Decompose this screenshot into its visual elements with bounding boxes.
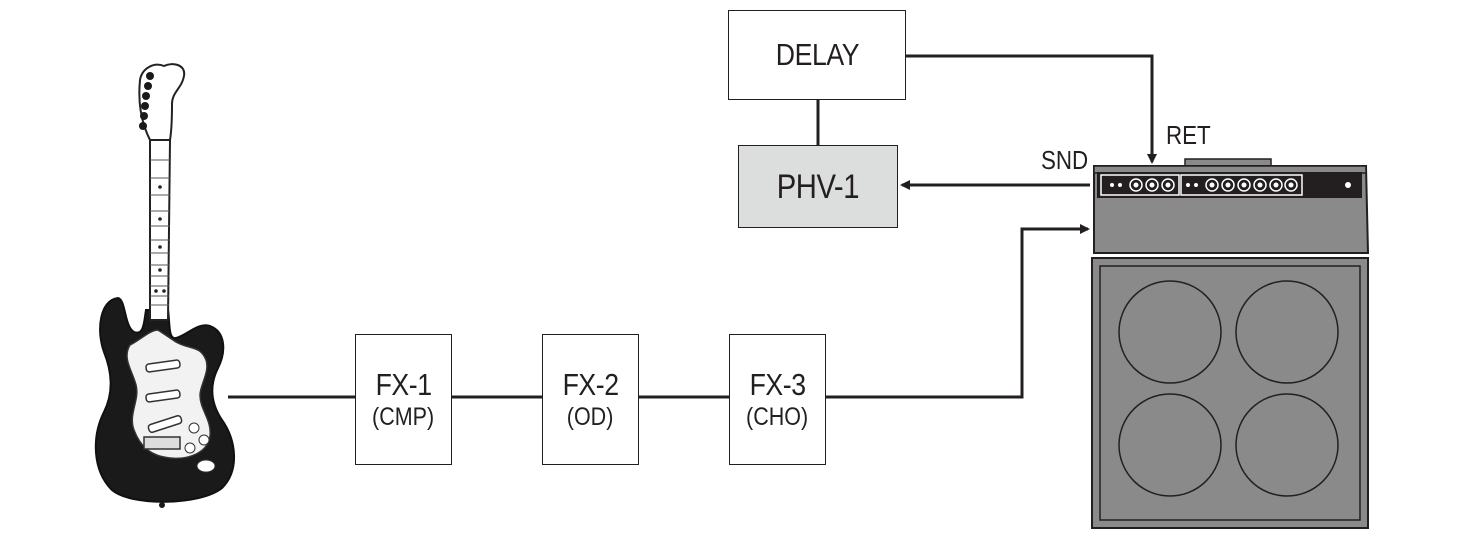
cable-fx3-to-amp-input [825,224,1090,399]
fx1-label: FX-1 [375,366,432,402]
fx3-box: FX-3 (CHO) [729,334,826,465]
fx1-sublabel: (CMP) [372,402,435,431]
ret-label: RET [1166,120,1211,150]
snd-label: SND [1041,145,1089,175]
signal-cables [228,54,1157,399]
fx2-label: FX-2 [562,366,619,402]
amplifier-head [1093,158,1370,254]
delay-box: DELAY [728,10,906,100]
speaker-cabinet [1091,257,1369,529]
fx2-sublabel: (OD) [567,402,614,431]
fx3-label: FX-3 [749,366,806,402]
speaker-cone-icon [1235,280,1339,384]
phv1-box: PHV-1 [738,145,898,228]
speaker-cone-icon [1235,393,1339,497]
fx3-sublabel: (CHO) [746,402,809,431]
speaker-cone-icon [1118,393,1222,497]
cable-delay-to-return [905,54,1157,164]
speaker-cone-icon [1118,280,1222,384]
phv1-label: PHV-1 [776,167,860,206]
delay-label: DELAY [775,37,859,72]
fx1-box: FX-1 (CMP) [355,334,452,465]
electric-guitar-icon [94,63,236,508]
fx2-box: FX-2 (OD) [542,334,639,465]
